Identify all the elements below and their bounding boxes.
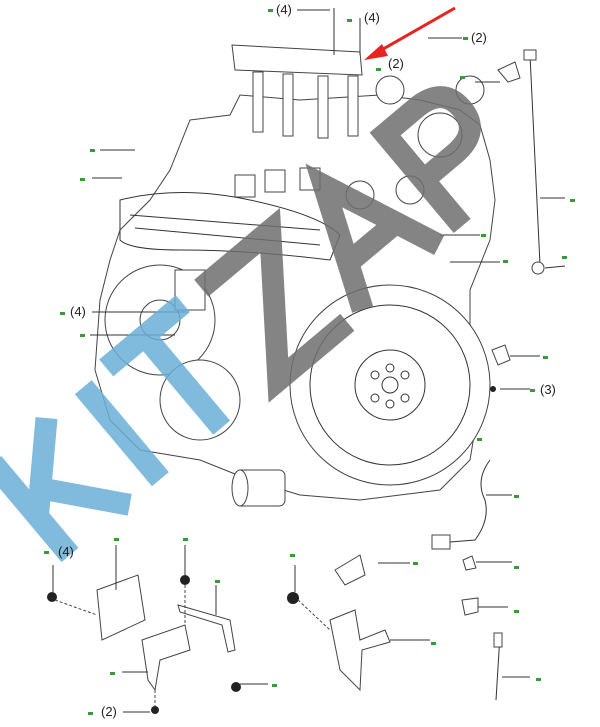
quantity-label: (4) (364, 10, 380, 25)
quantity-label: (4) (276, 2, 292, 17)
quantity-label: (2) (388, 56, 404, 71)
watermark (0, 86, 481, 563)
ignition-coils (231, 8, 363, 139)
leader-lines (90, 9, 565, 713)
quantity-label: (3) (540, 382, 556, 397)
flywheel (289, 284, 491, 486)
watermark-zap-letters (194, 86, 481, 403)
quantity-label: (4) (58, 544, 74, 559)
watermark-kit-letters (0, 295, 231, 563)
red-callout-arrow (364, 6, 456, 60)
callout-number-dots (44, 9, 575, 715)
quantity-label: (2) (471, 30, 487, 45)
sensor-parts (431, 49, 566, 701)
quantity-label: (2) (101, 704, 117, 719)
quantity-label: (4) (70, 304, 86, 319)
ecu-assembly (47, 554, 391, 714)
